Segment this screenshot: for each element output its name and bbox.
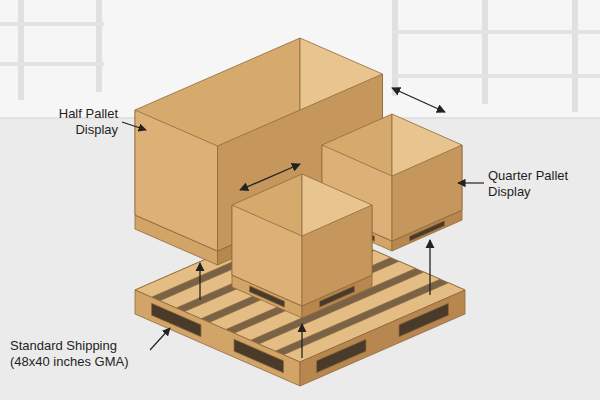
warehouse-background [482, 0, 488, 104]
warehouse-background [96, 0, 102, 92]
shipping-pallet [399, 303, 449, 337]
callout-label: Standard Shipping (48x40 inches GMA) [10, 338, 145, 370]
shipping-pallet [234, 339, 284, 373]
shipping-pallet [317, 339, 367, 373]
shipping-pallet [152, 303, 202, 337]
warehouse-background [392, 74, 600, 78]
warehouse-background [18, 0, 24, 100]
warehouse-background [0, 62, 104, 66]
motion-arrow [240, 88, 445, 190]
leader-line [122, 122, 146, 130]
warehouse-background [572, 0, 578, 112]
lift-arrow [199, 263, 200, 300]
leader-line [122, 122, 484, 350]
lift-arrow [301, 324, 302, 358]
quarter-pallet-display [232, 205, 302, 306]
callout-label: Quarter Pallet Display [488, 168, 588, 200]
motion-arrow [392, 88, 445, 112]
warehouse-background [392, 30, 600, 34]
leader-line [458, 182, 484, 183]
quarter-pallet-display [392, 145, 462, 241]
motion-arrow [240, 164, 300, 190]
callout-label: Half Pallet Display [28, 106, 118, 138]
leader-line [150, 328, 170, 350]
quarter-pallet-display [302, 205, 372, 306]
half-pallet-display [135, 110, 218, 251]
lift-arrow [429, 240, 430, 295]
warehouse-background [0, 22, 104, 26]
warehouse-background [392, 0, 398, 96]
quarter-pallet-display [232, 174, 372, 318]
